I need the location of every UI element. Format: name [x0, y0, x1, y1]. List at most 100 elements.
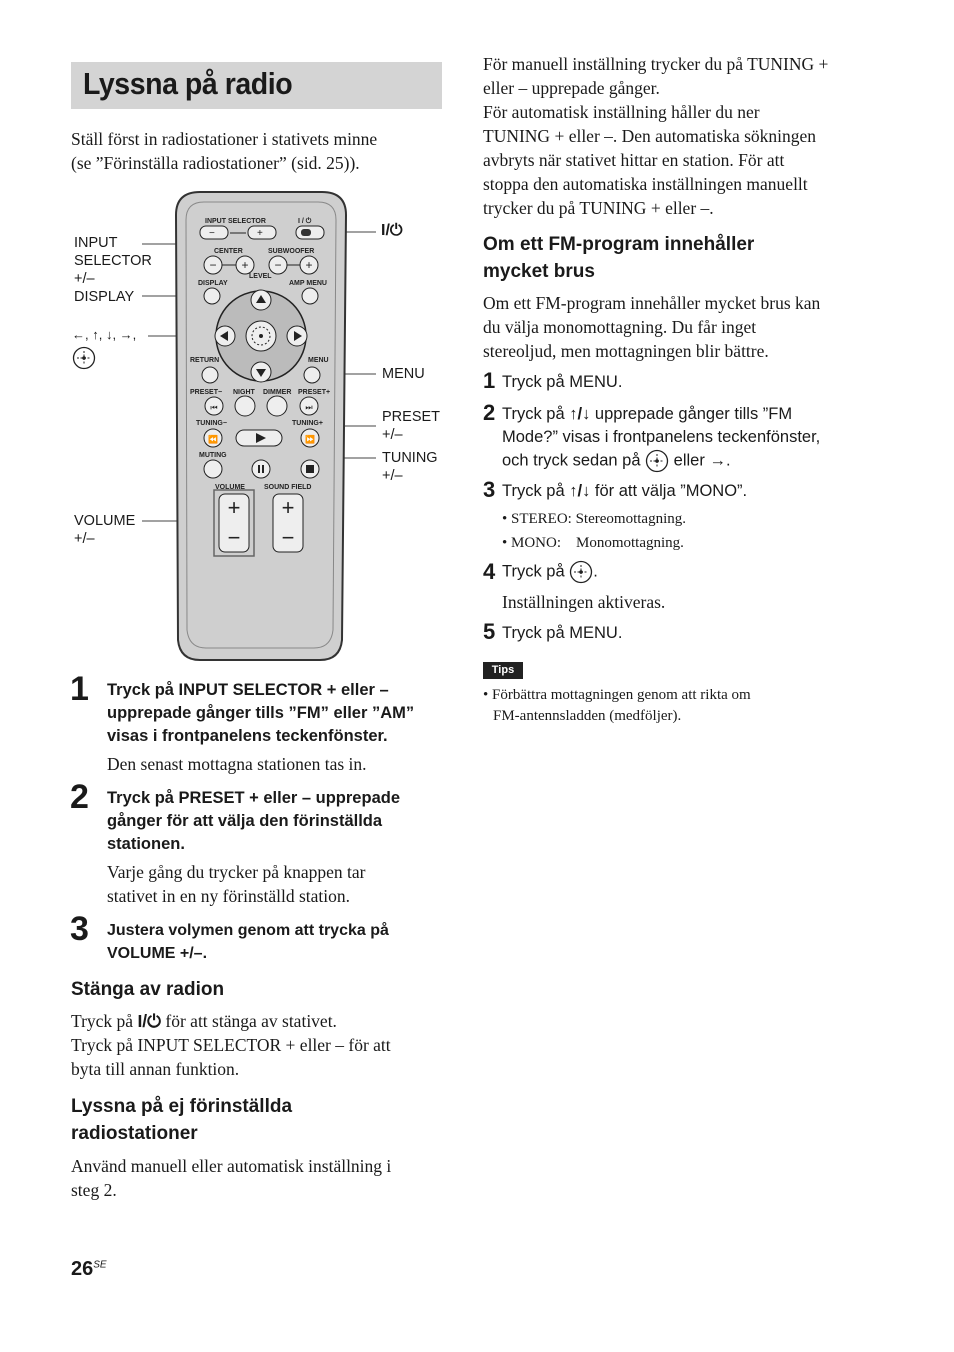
step-heading-line: VOLUME +/–. [107, 945, 208, 962]
tips-line: • Förbättra mottagningen genom att rikta… [483, 687, 751, 703]
callout-arrows-text: ←, ↑, ↓, →, [72, 327, 137, 342]
right-step-3: Tryck på ↑/↓ för att välja ”MONO”. [502, 480, 747, 503]
text-line: Mode?” visas i frontpanelens teckenfönst… [502, 428, 821, 446]
callout-tuning: TUNING +/– [382, 449, 438, 485]
stanga-text: Tryck på I/⏻ för att stänga av stativet.… [71, 1009, 451, 1081]
text-line: stereoljud, men mottagningen blir bättre… [483, 341, 769, 361]
text-line: steg 2. [71, 1180, 117, 1200]
callout-line: INPUT [74, 235, 118, 251]
title-bar [71, 62, 442, 109]
step-heading-line: Tryck på INPUT SELECTOR + eller – [107, 681, 389, 699]
display-button [203, 287, 221, 305]
heading-line: Om ett FM-program innehåller [483, 234, 755, 255]
text-line: Använd manuell eller automatisk inställn… [71, 1156, 392, 1176]
label-dimmer: DIMMER [263, 389, 291, 396]
step-1: Tryck på INPUT SELECTOR + eller – upprep… [107, 679, 452, 776]
svg-text:−: − [209, 228, 215, 239]
heading-line: Lyssna på ej förinställda [71, 1096, 293, 1117]
text-fragment: eller [669, 451, 710, 470]
section-heading-ej-forinst: Lyssna på ej förinställda radiostationer [71, 1093, 292, 1147]
svg-text:⏩: ⏩ [305, 434, 315, 444]
enter-icon [570, 560, 593, 584]
step-heading: Tryck på PRESET + eller – upprepade gång… [107, 787, 452, 856]
step-heading: Justera volymen genom att trycka på VOLU… [107, 919, 452, 965]
right-step-number: 2 [483, 400, 496, 425]
svg-text:⏭: ⏭ [305, 403, 312, 412]
remote-illustration: INPUT SELECTOR I / ⏻ CENTER SUBWOOFER LE… [142, 191, 376, 661]
text-line: TUNING + eller –. Den automatiska söknin… [483, 126, 817, 146]
stanga-line: Tryck på I/⏻ för att stänga av stativet. [71, 1009, 451, 1033]
right-step-number: 1 [483, 368, 496, 393]
text-line: och tryck sedan på eller →. [502, 449, 862, 473]
heading-line: radiostationer [71, 1123, 198, 1144]
bullet-item: • MONO: Monomottagning. [502, 535, 684, 551]
label-tuning-plus: TUNING+ [292, 420, 323, 427]
callout-preset: PRESET +/– [382, 408, 440, 444]
label-level: LEVEL [249, 273, 272, 280]
text-fragment: . [593, 562, 598, 581]
page-suffix: SE [93, 1259, 107, 1271]
label-input-selector: INPUT SELECTOR [205, 218, 266, 225]
step-number: 1 [70, 670, 89, 708]
intro-line: Ställ först in radiostationer i stativet… [71, 129, 378, 149]
sound-field-rocker [272, 493, 304, 553]
right-step-4-body: Inställningen aktiveras. [502, 592, 666, 612]
callout-display: DISPLAY [74, 289, 135, 305]
text-fragment: för att stänga av stativet. [161, 1011, 337, 1031]
text-fragment: Tryck på [502, 562, 570, 581]
svg-text:−: − [274, 258, 281, 272]
text-line: stoppa den automatiska inställningen man… [483, 174, 808, 194]
enter-icon [645, 449, 669, 473]
right-step-number: 5 [483, 619, 496, 644]
svg-text:+: + [241, 258, 248, 272]
step-3: Justera volymen genom att trycka på VOLU… [107, 919, 452, 965]
text-line: För manuell inställning trycker du på TU… [483, 54, 829, 74]
right-step-number: 4 [483, 559, 496, 584]
callout-line: +/– [382, 427, 403, 443]
up-down-arrow-icon: ↑/↓ [569, 482, 591, 500]
label-menu: MENU [308, 357, 329, 364]
callout-line: +/– [382, 468, 403, 484]
page-title: Lyssna på radio [83, 66, 293, 101]
svg-text:+: + [282, 495, 295, 520]
svg-text:+: + [305, 258, 312, 272]
right-step-4: Tryck på . [502, 560, 598, 584]
label-amp-menu: AMP MENU [289, 280, 327, 287]
ej-forinst-text: Använd manuell eller automatisk inställn… [71, 1154, 451, 1202]
callout-line: +/– [74, 531, 95, 547]
pause-button [251, 459, 271, 479]
label-preset-plus: PRESET+ [298, 389, 330, 396]
tuning-minus-button [203, 428, 223, 448]
callout-power: I/⏻ [381, 222, 403, 239]
callout-line: VOLUME [74, 513, 136, 529]
step-body: Varje gång du trycker på knappen tar sta… [107, 860, 452, 908]
svg-text:⏪: ⏪ [208, 434, 218, 444]
heading-line: mycket brus [483, 261, 595, 282]
label-volume: VOLUME [215, 484, 245, 491]
label-night: NIGHT [233, 389, 256, 396]
bullet-list: • STEREO: Stereomottagning. • MONO: Mono… [502, 509, 686, 554]
right-intro: För manuell inställning trycker du på TU… [483, 52, 883, 220]
svg-text:−: − [282, 525, 295, 550]
label-subwoofer: SUBWOOFER [268, 248, 314, 255]
label-preset-minus: PRESET− [190, 389, 222, 396]
label-tuning-minus: TUNING− [196, 420, 227, 427]
label-power: I / ⏻ [298, 217, 312, 225]
label-center: CENTER [214, 248, 243, 255]
step-heading: Tryck på INPUT SELECTOR + eller – upprep… [107, 679, 452, 748]
callout-menu: MENU [382, 366, 425, 382]
intro-text: Ställ först in radiostationer i stativet… [71, 127, 377, 175]
volume-rocker [218, 493, 250, 553]
right-step-5: Tryck på MENU. [502, 624, 623, 642]
svg-text:−: − [228, 525, 241, 550]
step-heading-line: visas i frontpanelens teckenfönster. [107, 727, 388, 745]
up-down-arrow-icon: ↑/↓ [569, 405, 591, 423]
label-return: RETURN [190, 357, 219, 364]
tips-badge: Tips [483, 662, 523, 679]
svg-text:⏮: ⏮ [210, 403, 217, 412]
enter-icon [72, 346, 96, 370]
callout-input-selector: INPUT SELECTOR +/– [74, 234, 152, 288]
step-heading-line: gånger för att välja den förinställda [107, 812, 383, 830]
text-line: eller – upprepade gånger. [483, 78, 660, 98]
text-fragment: upprepade gånger tills ”FM [590, 405, 793, 423]
